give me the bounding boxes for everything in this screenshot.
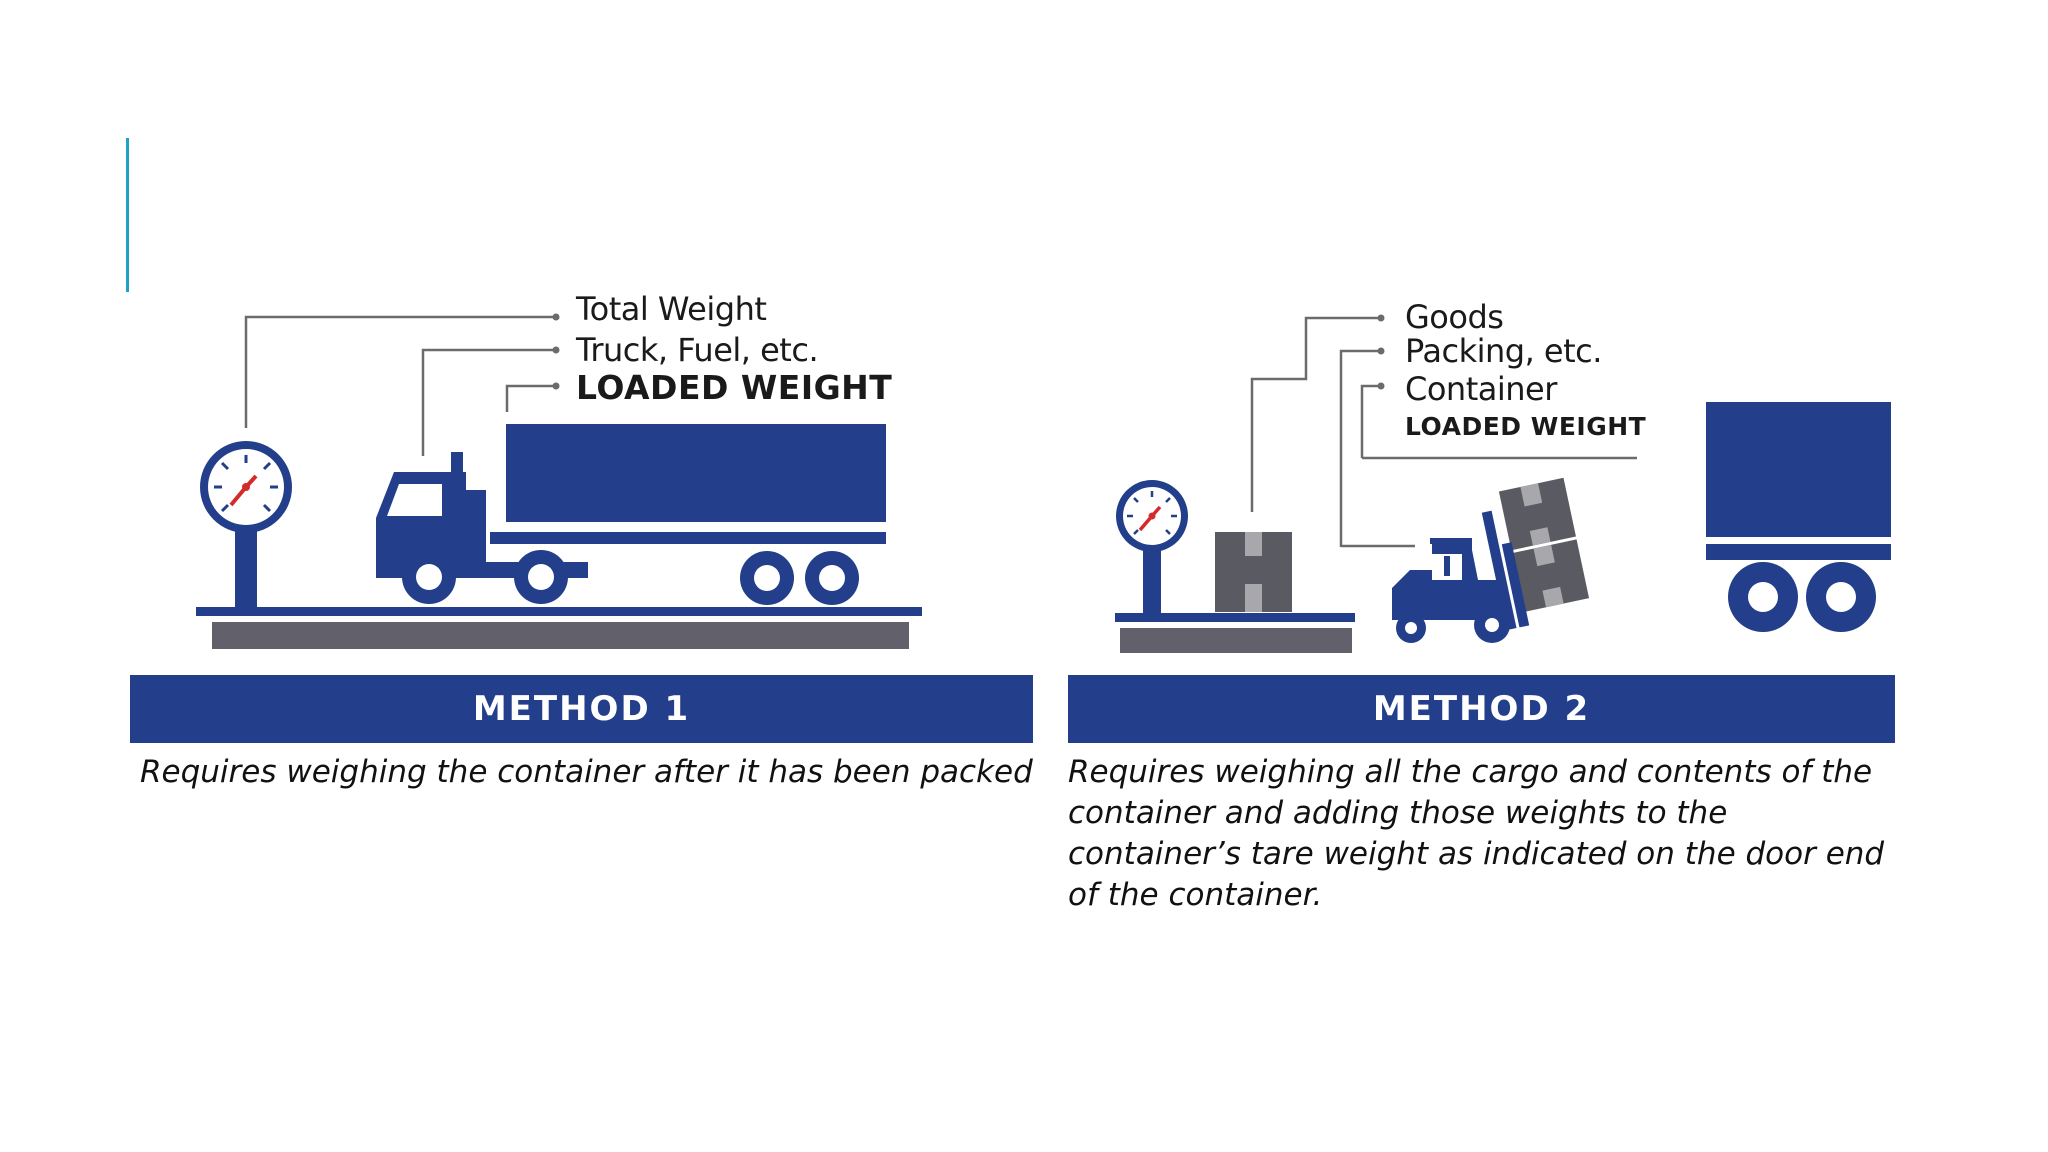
method2-label-goods: Goods [1405, 298, 1503, 336]
cargo-box-icon [1215, 532, 1292, 612]
method2-label-packing: Packing, etc. [1405, 332, 1602, 370]
method2-label-container: Container [1405, 370, 1557, 408]
scale-gauge-icon [200, 441, 292, 608]
weighbridge-icon [196, 607, 922, 649]
scale-gauge-icon [1116, 480, 1188, 614]
method1-description: Requires weighing the container after it… [140, 752, 1040, 793]
weighbridge-icon [1115, 613, 1355, 653]
method1-label-truck-fuel: Truck, Fuel, etc. [576, 331, 818, 369]
truck-icon [376, 424, 886, 605]
method1-label-loaded-weight: LOADED WEIGHT [576, 368, 892, 407]
method1-label-total-weight: Total Weight [576, 290, 766, 328]
method2-banner: METHOD 2 [1068, 675, 1895, 743]
method2-description: Requires weighing all the cargo and cont… [1068, 752, 1898, 916]
method2-label-loaded-weight: LOADED WEIGHT [1405, 412, 1646, 441]
method1-banner: METHOD 1 [130, 675, 1033, 743]
forklift-icon [1392, 478, 1589, 643]
container-trailer-icon [1706, 402, 1891, 632]
